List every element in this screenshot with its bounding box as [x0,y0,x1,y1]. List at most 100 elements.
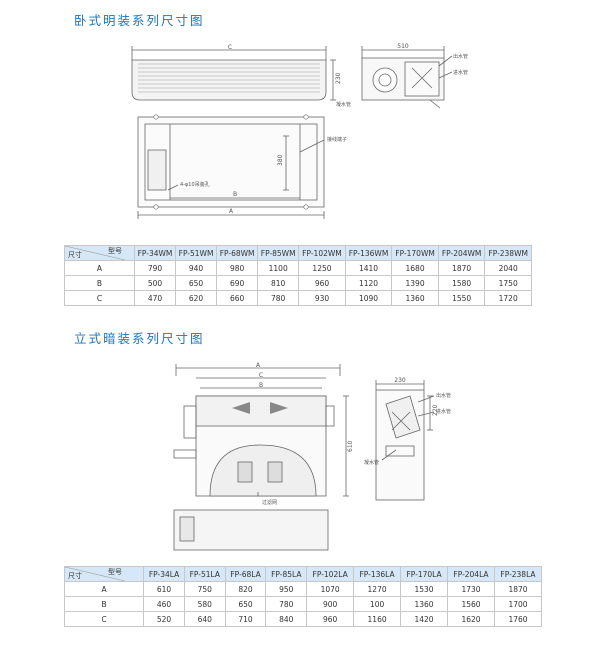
horizontal-unit-drawing: C 230 凝水管 510 出水管 进水管 [131,43,468,219]
table-cell: 1420 [400,611,449,627]
table-row: B 460 580 650 780 900 100 1360 1560 1700 [63,596,543,612]
model-header: FP-51LA [183,566,226,582]
width-label: 510 [397,43,409,50]
corner-top-label: 型号 [108,247,122,255]
vertical-unit-drawing: A C B 610 过滤网 230 220 出水管 进水管 凝水管 [173,362,451,551]
height-label: 610 [347,440,354,452]
table-cell: 710 [224,611,267,627]
model-header: FP-102LA [306,566,355,582]
table-cell: 930 [298,290,346,306]
table-cell: 1410 [344,260,393,276]
section-title-horizontal: 卧式明装系列尺寸图 [74,13,205,28]
table-cell: 1750 [484,275,532,291]
model-header: FP-136WM [344,245,393,261]
table-cell: 1870 [437,260,486,276]
table-cell: 1530 [400,581,449,597]
table-cell: 960 [306,611,355,627]
table-cell: 790 [133,260,177,276]
model-header: FP-51WM [175,245,218,261]
holes-label: 4-φ10吊装孔 [180,181,210,188]
table-cell: 1620 [447,611,495,627]
table-cell: 1550 [437,290,486,306]
table-cell: 1760 [493,611,543,627]
table-cell: 1360 [400,596,449,612]
model-header: FP-34WM [133,245,177,261]
dim-b-label: B [233,191,237,198]
dim-a-label: A [229,208,234,215]
table-cell: 610 [143,581,185,597]
table-cell: 1870 [493,581,543,597]
table-cell: 940 [175,260,218,276]
table-cell: 960 [298,275,346,291]
model-header: FP-68WM [216,245,259,261]
filter-label: 过滤网 [262,499,277,506]
model-header: FP-34LA [143,566,185,582]
table-cell: 1730 [447,581,495,597]
table-cell: 650 [224,596,267,612]
table-cell: 1090 [344,290,393,306]
table-cell: 650 [175,275,218,291]
water-in-label: 出水管 [453,53,468,60]
table-cell: 1270 [353,581,402,597]
table-row: A 790 940 980 1100 1250 1410 1680 1870 2… [64,260,532,276]
water-in-label: 出水管 [436,392,451,399]
height-label: 230 [335,72,342,84]
water-out-label: 进水管 [436,408,451,415]
table-cell: 690 [216,275,259,291]
depth-label: 230 [394,377,406,384]
table-cell: 1120 [344,275,393,291]
model-header: FP-85WM [257,245,300,261]
depth-label: 380 [277,154,284,166]
table-cell: 780 [265,596,308,612]
table-cell: 520 [143,611,185,627]
table-cell: 660 [216,290,259,306]
table-cell: 1390 [391,275,439,291]
horizontal-spec-table: 型号 尺寸 FP-34WM FP-51WM FP-68WM FP-85WM FP… [64,245,532,306]
table-cell: 620 [175,290,218,306]
row-label: C [63,611,145,627]
model-header: FP-170LA [400,566,449,582]
width-label: 220 [432,404,439,416]
table-cell: 1250 [298,260,346,276]
table-cell: 1560 [447,596,495,612]
table-cell: 470 [133,290,177,306]
table-corner-header: 型号 尺寸 [64,245,135,261]
table-cell: 840 [265,611,308,627]
table-cell: 1070 [306,581,355,597]
row-label: B [63,596,145,612]
model-header: FP-136LA [353,566,402,582]
dim-a-label: A [256,362,261,369]
table-cell: 780 [257,290,300,306]
table-cell: 1160 [353,611,402,627]
corner-top-label: 型号 [108,568,122,576]
corner-bottom-label: 尺寸 [68,251,82,259]
model-header: FP-85LA [265,566,308,582]
row-label: A [64,260,135,276]
model-header: FP-238WM [484,245,532,261]
dim-c-label: C [228,44,232,51]
section-title-vertical: 立式暗装系列尺寸图 [74,331,205,346]
dim-c-label: C [259,372,263,379]
table-cell: 1700 [493,596,543,612]
table-cell: 980 [216,260,259,276]
corner-bottom-label: 尺寸 [68,572,82,580]
model-header: FP-68LA [224,566,267,582]
table-cell: 820 [224,581,267,597]
table-cell: 640 [183,611,226,627]
table-cell: 950 [265,581,308,597]
model-header: FP-102WM [298,245,346,261]
table-cell: 500 [133,275,177,291]
model-header: FP-170WM [391,245,439,261]
table-row: B 500 650 690 810 960 1120 1390 1580 175… [64,275,532,291]
table-cell: 900 [306,596,355,612]
water-out-label: 进水管 [453,69,468,76]
table-cell: 1680 [391,260,439,276]
row-label: B [64,275,135,291]
table-cell: 750 [183,581,226,597]
table-corner-header: 型号 尺寸 [63,566,145,582]
table-cell: 100 [353,596,402,612]
drain-label: 凝水管 [364,459,379,466]
table-cell: 1360 [391,290,439,306]
vertical-spec-table: 型号 尺寸 FP-34LA FP-51LA FP-68LA FP-85LA FP… [63,566,543,627]
table-cell: 2040 [484,260,532,276]
